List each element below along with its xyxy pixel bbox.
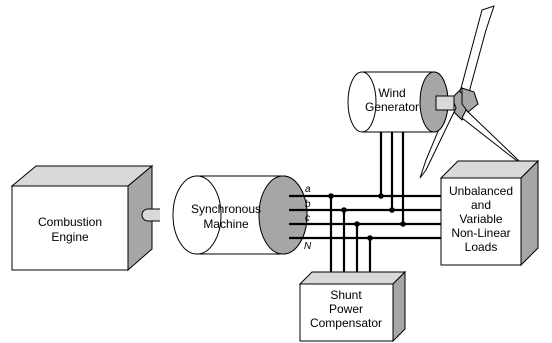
combustion-engine-label-line-2: Engine xyxy=(51,230,89,244)
shunt-power-compensator-block: Shunt Power Compensator xyxy=(298,270,407,343)
compensator-feeders xyxy=(329,196,372,272)
loads-label-line-4: Non-Linear xyxy=(451,226,510,240)
loads-label-line-3: Variable xyxy=(459,212,502,226)
wind-turbine xyxy=(419,5,525,179)
synchronous-machine-label-line-1: Synchronous xyxy=(191,202,261,216)
phase-label-b: b xyxy=(305,199,311,210)
wind-generator-label-line-1: Wind xyxy=(378,86,405,100)
bus-lines xyxy=(289,194,441,240)
engine-shaft xyxy=(141,208,160,222)
turbine-blade-right xyxy=(461,109,525,167)
wind-generator-block: Wind Generator xyxy=(347,71,455,133)
wind-generator-feeders xyxy=(379,128,405,224)
combustion-engine-block: Combustion Engine xyxy=(10,164,154,272)
loads-label-line-5: Loads xyxy=(465,240,498,254)
compensator-label-line-1: Shunt xyxy=(330,288,362,302)
loads-block: Unbalanced and Variable Non-Linear Loads xyxy=(439,159,540,267)
synchronous-machine-label-line-2: Machine xyxy=(203,217,249,231)
synchronous-machine-block: Synchronous Machine xyxy=(172,175,308,255)
phase-label-n: N xyxy=(304,241,312,252)
compensator-label-line-2: Power xyxy=(329,302,363,316)
junction-dots xyxy=(328,193,406,241)
compensator-label-line-3: Compensator xyxy=(310,316,382,330)
turbine-blade-top xyxy=(459,5,495,97)
combustion-engine-label-line-1: Combustion xyxy=(38,215,102,229)
phase-label-c: c xyxy=(305,213,310,224)
loads-label-line-2: and xyxy=(471,198,491,212)
wind-generator-label-line-2: Generator xyxy=(365,100,419,114)
loads-label-line-1: Unbalanced xyxy=(449,184,513,198)
phase-label-a: a xyxy=(305,184,311,195)
